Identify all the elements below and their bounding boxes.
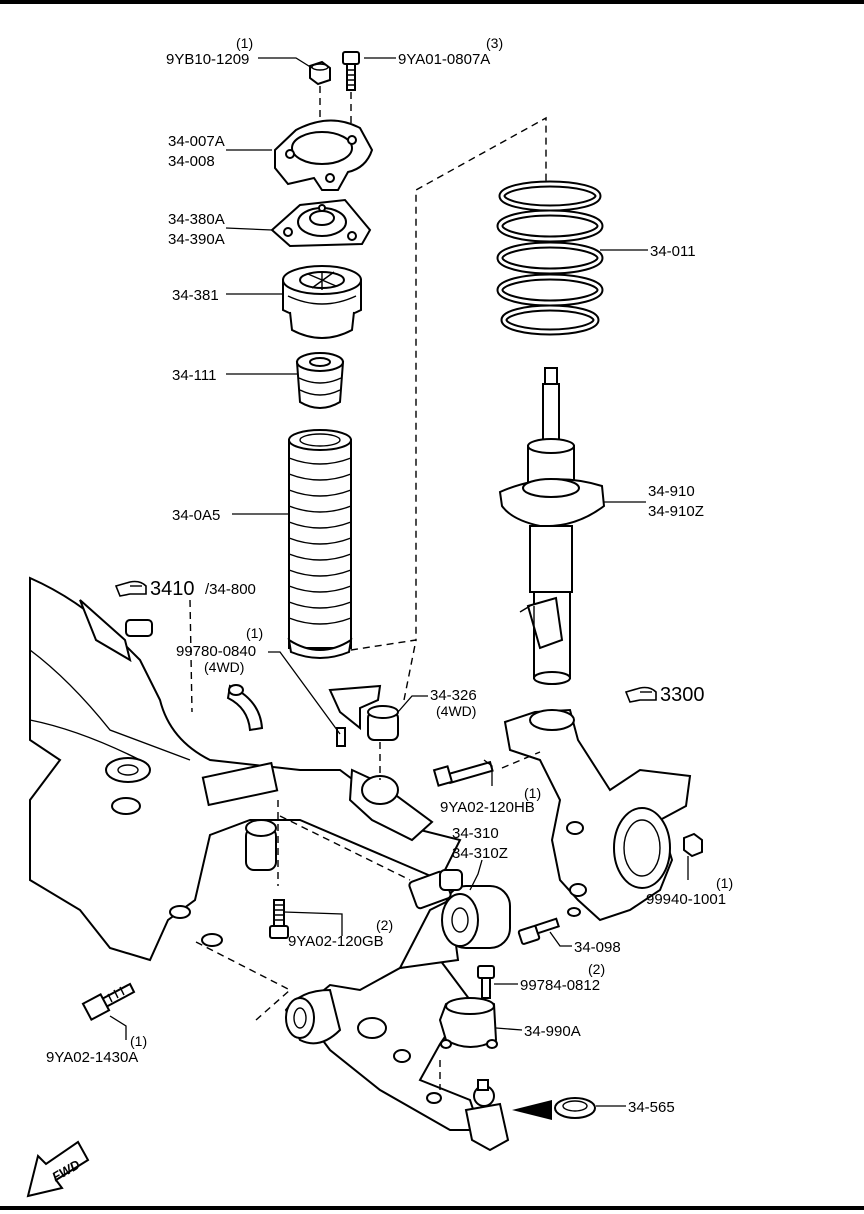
dust-cap-34-565-drawing	[512, 1097, 596, 1120]
label-34-565: 34-565	[628, 1099, 675, 1116]
label-99780-note: (4WD)	[204, 659, 244, 675]
bolt-9ya02-1430a-drawing	[81, 982, 136, 1021]
label-99940-1001: 99940-1001	[646, 891, 726, 908]
plate-34-007-drawing	[274, 119, 374, 191]
label-9yb10-qty: (1)	[236, 35, 253, 51]
ref-3410-suffix: /34-800	[205, 581, 256, 598]
label-34-111: 34-111	[172, 367, 216, 384]
label-99784-0812: 99784-0812	[520, 977, 600, 994]
label-9ya02-1430a: 9YA02-1430A	[46, 1049, 138, 1066]
mount-34-380-drawing	[270, 198, 372, 248]
label-9ya02-120hb: 9YA02-120HB	[440, 799, 535, 816]
bolt-9ya02-120hb-drawing	[432, 760, 494, 787]
label-34-381: 34-381	[172, 287, 219, 304]
label-9yb10-1209: 9YB10-1209	[166, 51, 249, 68]
label-34-098: 34-098	[574, 939, 621, 956]
shock-absorber-34-910-drawing	[498, 367, 606, 685]
bolt-9ya02-120gb-drawing	[269, 899, 289, 939]
label-34-0a5: 34-0A5	[172, 507, 220, 524]
subframe-drawing	[29, 576, 462, 962]
boot-34-0a5-drawing	[287, 429, 353, 659]
label-9ya01-0807a: 9YA01-0807A	[398, 51, 490, 68]
label-99780-0840: 99780-0840	[176, 643, 256, 660]
bracket-34-326-drawing	[328, 684, 399, 747]
label-34-326-note: (4WD)	[436, 703, 476, 719]
label-34-390a: 34-390A	[168, 231, 225, 248]
label-9ya02-1430a-qty: (1)	[130, 1033, 147, 1049]
bolt-9ya01-drawing	[342, 51, 360, 91]
bushing-34-990a-drawing	[438, 997, 498, 1049]
label-34-910z: 34-910Z	[648, 503, 704, 520]
knuckle-drawing	[503, 708, 692, 922]
bolt-99784-drawing	[477, 965, 495, 999]
ref-3300-group[interactable]: 3300	[624, 684, 705, 706]
nut-9yb10-drawing	[309, 60, 331, 86]
bolt-34-098-drawing	[517, 917, 560, 945]
bearing-34-381-drawing	[282, 265, 362, 339]
ref-3410-group[interactable]: 3410 /34-800	[114, 578, 256, 600]
pointing-hand-icon	[624, 686, 657, 703]
pointing-hand-icon	[114, 580, 147, 597]
label-34-011: 34-011	[650, 243, 696, 260]
label-9ya01-qty: (3)	[486, 35, 503, 51]
label-9ya02-120gb: 9YA02-120GB	[288, 933, 384, 950]
label-9ya02-120gb-qty: (2)	[376, 917, 393, 933]
nut-99940-drawing	[683, 832, 703, 858]
label-9ya02-120hb-qty: (1)	[524, 785, 541, 801]
fwd-arrow-icon: FWD	[26, 1140, 90, 1198]
coil-spring-34-011-drawing	[496, 180, 604, 336]
bump-stop-34-111-drawing	[295, 352, 345, 409]
label-34-990a: 34-990A	[524, 1023, 581, 1040]
label-34-007a: 34-007A	[168, 133, 225, 150]
label-99940-qty: (1)	[716, 875, 733, 891]
label-34-380a: 34-380A	[168, 211, 225, 228]
label-34-008: 34-008	[168, 153, 215, 170]
label-34-310: 34-310	[452, 825, 499, 842]
label-34-326: 34-326	[430, 687, 477, 704]
label-99784-qty: (2)	[588, 961, 605, 977]
ball-joint-drawing	[464, 1079, 510, 1152]
label-34-910: 34-910	[648, 483, 695, 500]
label-99780-qty: (1)	[246, 625, 263, 641]
label-34-310z: 34-310Z	[452, 845, 508, 862]
lower-arm-34-310-drawing	[284, 869, 511, 1131]
leader-lines	[109, 57, 689, 1107]
ref-3300-link[interactable]: 3300	[660, 684, 705, 706]
ref-3410-link[interactable]: 3410	[150, 578, 195, 600]
